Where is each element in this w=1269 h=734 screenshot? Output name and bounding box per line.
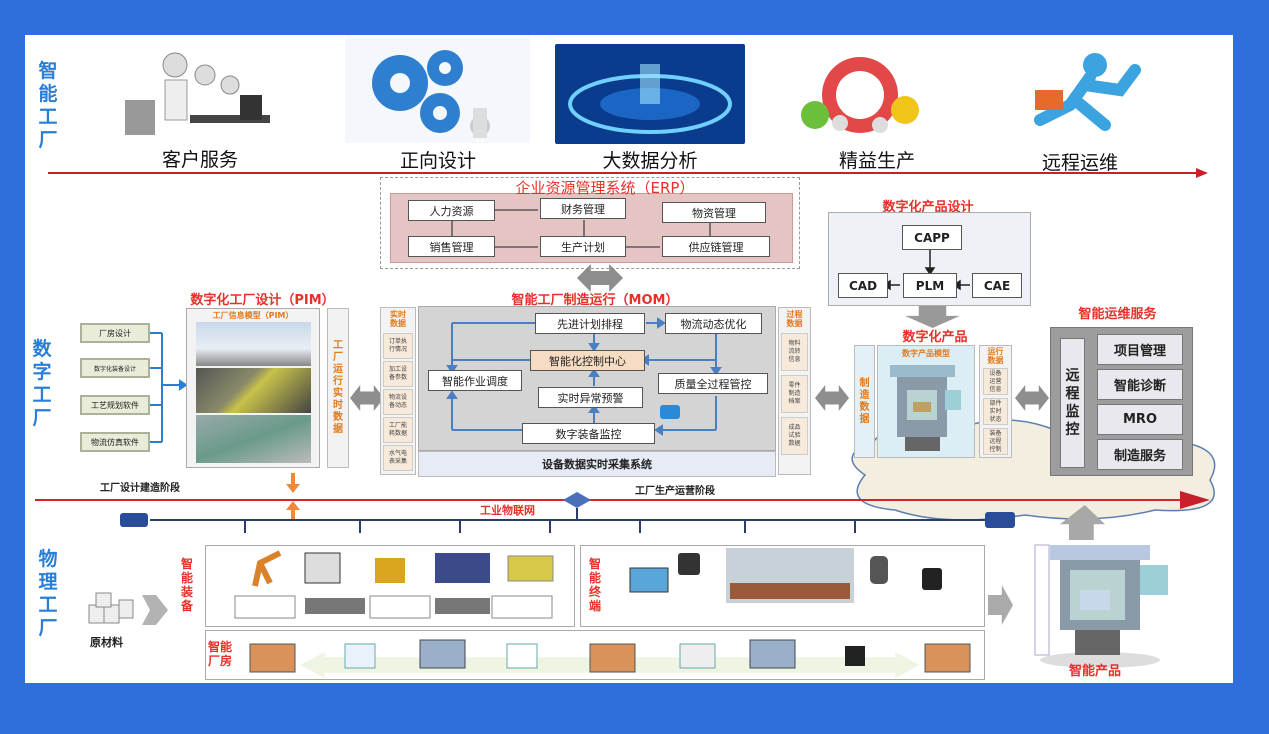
design-operation-arrows [286, 473, 300, 521]
dprod-model-title: 数字产品模型 [902, 349, 950, 358]
erp-item-finance: 财务管理 [540, 198, 626, 219]
pim-title: 数字化工厂设计（PIM） [190, 293, 335, 308]
erp-item-production-plan: 生产计划 [540, 236, 626, 257]
erp-item-supply-chain: 供应链管理 [662, 236, 770, 257]
pim-input-process-planning: 工艺规划软件 [80, 395, 150, 415]
mom-realtime-data-item: 加工设备参数 [383, 361, 413, 387]
smart-terminal-label: 智能终端 [588, 557, 601, 613]
pim-input-logistics-sim: 物流仿真软件 [80, 432, 150, 452]
plant-pipeline-image [196, 368, 311, 413]
product-machine-image [890, 365, 961, 451]
layer-label-smart: 智能工厂 [38, 60, 58, 151]
dprod-run-data-item: 装备远程控制 [983, 428, 1008, 455]
mom-process-data-item: 物料流转信息 [781, 333, 808, 371]
stage-design-label: 工厂设计建造阶段 [100, 483, 180, 494]
plant-building-image [196, 322, 311, 366]
raw-material-label: 原材料 [90, 636, 123, 649]
ops-title: 智能运维服务 [1078, 307, 1157, 322]
gears-design-image [345, 38, 530, 143]
dprod-title: 数字化产品 [902, 330, 968, 345]
mom-left-title: 实时数据 [390, 310, 406, 328]
mom-item-quality-control: 质量全过程管控 [658, 373, 768, 394]
mom-item-job-dispatch: 智能作业调度 [428, 370, 522, 391]
mom-realtime-data-item: 订单执行情况 [383, 333, 413, 359]
top-item-lean-production: 精益生产 [838, 150, 915, 172]
dprod-manufacturing-data-strip: 制造数据 [854, 345, 875, 458]
erp-connectors [451, 209, 711, 248]
pdd-title: 数字化产品设计 [882, 200, 974, 215]
pim-input-equipment-design: 数字化装备设计 [80, 358, 150, 378]
dprod-run-data-item: 设备运营信息 [983, 368, 1008, 395]
mom-item-equipment-monitor: 数字装备监控 [522, 423, 655, 444]
customer-service-image [120, 40, 280, 140]
smart-product-label: 智能产品 [1068, 664, 1121, 679]
smart-equipment-panel [205, 545, 575, 627]
iot-label: 工业物联网 [480, 504, 535, 517]
pdd-item-cad: CAD [838, 273, 888, 298]
mom-process-data-item: 成品试验数据 [781, 417, 808, 455]
smart-product-machine-image [1034, 544, 1168, 668]
mom-flow-arrows [446, 317, 722, 436]
mom-title: 智能工厂制造运行（MOM） [511, 293, 679, 308]
pdd-item-capp: CAPP [902, 225, 962, 250]
smart-terminal-images [629, 548, 942, 603]
smart-plant-images [249, 639, 971, 673]
network-switch-icon [563, 492, 591, 508]
layer-label-physical: 物理工厂 [38, 548, 58, 639]
pim-input-connectors [150, 332, 188, 443]
smart-plant-label: 智能厂房 [208, 640, 233, 668]
ops-item-mro[interactable]: MRO [1097, 404, 1183, 435]
smart-plant-panel [205, 630, 985, 680]
erp-item-materials: 物资管理 [662, 202, 766, 223]
plant-layout-image [196, 415, 311, 463]
erp-title: 企业资源管理系统（ERP） [515, 179, 695, 197]
ops-remote-monitor-strip: 远程监控 [1060, 338, 1085, 468]
stage-operation-label: 工厂生产运营阶段 [635, 486, 715, 497]
ops-item-smart-diagnosis[interactable]: 智能诊断 [1097, 369, 1183, 400]
top-item-forward-design: 正向设计 [399, 150, 476, 172]
pim-realtime-data-strip: 工厂运行实时数据 [327, 308, 349, 468]
pdd-item-plm: PLM [903, 273, 957, 298]
mom-item-control-center: 智能化控制中心 [530, 350, 645, 371]
pim-input-plant-design: 厂房设计 [80, 323, 150, 343]
mom-item-logistics-opt: 物流动态优化 [665, 313, 762, 334]
remote-ops-image [1010, 45, 1150, 140]
smart-terminal-panel [580, 545, 985, 627]
top-item-big-data: 大数据分析 [602, 150, 698, 172]
mom-item-anomaly-alert: 实时异常预警 [538, 387, 643, 408]
dprod-run-data-item: 部件实时状态 [983, 398, 1008, 425]
dprod-run-data-title: 运行数据 [987, 347, 1004, 365]
mom-collector: 设备数据实时采集系统 [418, 451, 776, 477]
raw-material-icon [88, 592, 168, 625]
lean-production-image [780, 45, 950, 140]
erp-item-sales: 销售管理 [408, 236, 495, 257]
pdd-item-cae: CAE [972, 273, 1022, 298]
erp-item-hr: 人力资源 [408, 200, 495, 221]
mom-item-aps: 先进计划排程 [535, 313, 645, 334]
mom-realtime-data-item: 水气电表采集 [383, 445, 413, 471]
smart-equipment-label: 智能装备 [180, 557, 193, 613]
mom-right-title: 过程数据 [786, 310, 803, 328]
smart-equipment-images [234, 550, 554, 619]
ops-item-project-mgmt[interactable]: 项目管理 [1097, 334, 1183, 365]
mom-realtime-data-item: 物流设备动态 [383, 389, 413, 415]
top-item-remote-ops: 远程运维 [1041, 152, 1118, 174]
layer-label-digital: 数字工厂 [32, 338, 52, 429]
stage-timeline-arrow [35, 491, 1210, 509]
mom-logo-icon [660, 405, 680, 419]
top-timeline-arrow [48, 168, 1208, 178]
big-data-image [555, 44, 745, 144]
top-item-customer-service: 客户服务 [161, 149, 238, 171]
ops-item-mfg-service[interactable]: 制造服务 [1097, 439, 1183, 470]
mom-realtime-data-item: 工厂能耗数据 [383, 417, 413, 443]
pim-model-title: 工厂信息模型（PIM） [212, 311, 294, 320]
iot-bus [120, 508, 1015, 533]
mom-process-data-item: 零件制造档案 [781, 375, 808, 413]
